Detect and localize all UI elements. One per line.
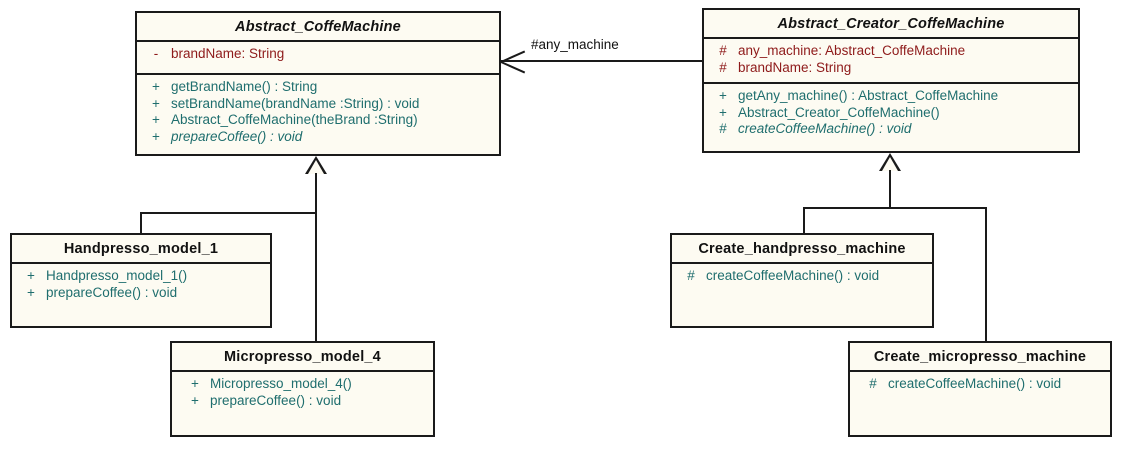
generalization-branch-left <box>140 212 317 214</box>
class-title-handpresso-model-1: Handpresso_model_1 <box>63 241 219 257</box>
method-signature: Micropresso_model_4() <box>210 376 352 391</box>
method-row: # createCoffeeMachine() : void <box>672 268 932 285</box>
class-box-handpresso-model-1[interactable]: Handpresso_model_1 + Handpresso_model_1(… <box>10 233 272 328</box>
visibility-marker: + <box>719 104 727 120</box>
attribute-row: # brandName: String <box>704 60 1078 77</box>
method-row: + getAny_machine() : Abstract_CoffeMachi… <box>704 88 1078 105</box>
methods-compartment-handpresso-model-1: + Handpresso_model_1() + prepareCoffee()… <box>12 262 270 326</box>
method-signature: createCoffeeMachine() : void <box>888 376 1062 391</box>
attribute-signature: brandName: String <box>171 46 285 61</box>
visibility-marker: + <box>152 112 160 127</box>
method-row: + Micropresso_model_4() <box>172 376 433 393</box>
association-line-any-machine[interactable] <box>501 60 703 62</box>
method-signature: Abstract_CoffeMachine(theBrand :String) <box>171 112 418 127</box>
method-signature: createCoffeeMachine() : void <box>706 268 880 283</box>
methods-compartment-abstract-creator-coffemachine: + getAny_machine() : Abstract_CoffeMachi… <box>704 82 1078 151</box>
generalization-drop-create-micropresso <box>985 207 987 342</box>
association-label-any-machine: #any_machine <box>531 37 619 52</box>
methods-compartment-create-handpresso-machine: # createCoffeeMachine() : void <box>672 262 932 326</box>
method-row: + getBrandName() : String <box>137 79 499 96</box>
class-title-abstract-coffemachine: Abstract_CoffeMachine <box>235 19 401 35</box>
method-row: # createCoffeeMachine() : void <box>850 376 1110 393</box>
method-signature: createCoffeeMachine() : void <box>738 121 912 136</box>
method-signature: getAny_machine() : Abstract_CoffeMachine <box>738 88 999 103</box>
visibility-marker: # <box>719 43 727 58</box>
method-row: + Handpresso_model_1() <box>12 268 270 285</box>
generalization-drop-micropresso <box>315 212 317 342</box>
method-row-abstract: + prepareCoffee() : void <box>137 129 499 146</box>
generalization-drop-handpresso <box>140 212 142 234</box>
method-row: + Abstract_CoffeMachine(theBrand :String… <box>137 112 499 129</box>
attributes-compartment-abstract-coffemachine: - brandName: String <box>137 40 499 73</box>
visibility-marker: + <box>152 95 160 111</box>
visibility-marker: + <box>27 268 35 283</box>
methods-compartment-create-micropresso-machine: # createCoffeeMachine() : void <box>850 370 1110 435</box>
methods-compartment-abstract-coffemachine: + getBrandName() : String + setBrandName… <box>137 73 499 154</box>
method-row-abstract: # createCoffeeMachine() : void <box>704 121 1078 138</box>
class-title-micropresso-model-4: Micropresso_model_4 <box>224 349 381 365</box>
class-box-create-micropresso-machine[interactable]: Create_micropresso_machine # createCoffe… <box>848 341 1112 437</box>
generalization-stem-right <box>889 170 891 209</box>
visibility-marker: # <box>719 121 727 136</box>
visibility-marker: + <box>152 79 160 94</box>
method-row: + prepareCoffee() : void <box>172 393 433 410</box>
visibility-marker: + <box>191 392 199 408</box>
method-signature: prepareCoffee() : void <box>46 284 178 300</box>
generalization-branch-right <box>803 207 987 209</box>
class-box-micropresso-model-4[interactable]: Micropresso_model_4 + Micropresso_model_… <box>170 341 435 437</box>
visibility-marker: + <box>719 88 727 103</box>
class-title-create-handpresso-machine: Create_handpresso_machine <box>698 241 906 257</box>
attribute-row: # any_machine: Abstract_CoffeMachine <box>704 43 1078 60</box>
method-row: + prepareCoffee() : void <box>12 285 270 302</box>
method-signature: getBrandName() : String <box>171 79 318 94</box>
generalization-drop-create-handpresso <box>803 207 805 234</box>
class-title-create-micropresso-machine: Create_micropresso_machine <box>873 349 1087 365</box>
attribute-row: - brandName: String <box>137 46 499 63</box>
generalization-stem-left <box>315 173 317 214</box>
visibility-marker: # <box>869 376 877 391</box>
method-signature: Abstract_Creator_CoffeMachine() <box>738 104 940 120</box>
class-title-abstract-creator-coffemachine: Abstract_Creator_CoffeMachine <box>777 16 1005 32</box>
class-box-create-handpresso-machine[interactable]: Create_handpresso_machine # createCoffee… <box>670 233 934 328</box>
class-box-abstract-creator-coffemachine[interactable]: Abstract_Creator_CoffeMachine # any_mach… <box>702 8 1080 153</box>
attributes-compartment-abstract-creator-coffemachine: # any_machine: Abstract_CoffeMachine # b… <box>704 37 1078 82</box>
method-signature: setBrandName(brandName :String) : void <box>171 95 420 111</box>
visibility-marker: # <box>719 59 727 75</box>
method-signature: prepareCoffee() : void <box>210 392 342 408</box>
method-signature: prepareCoffee() : void <box>171 128 303 144</box>
method-row: + Abstract_Creator_CoffeMachine() <box>704 105 1078 122</box>
attribute-signature: brandName: String <box>738 59 852 75</box>
visibility-marker: + <box>191 376 199 391</box>
visibility-marker: + <box>27 284 35 300</box>
visibility-marker: + <box>152 128 160 144</box>
visibility-marker: - <box>153 46 159 61</box>
visibility-marker: # <box>687 268 695 283</box>
method-signature: Handpresso_model_1() <box>46 268 188 283</box>
class-box-abstract-coffemachine[interactable]: Abstract_CoffeMachine - brandName: Strin… <box>135 11 501 156</box>
method-row: + setBrandName(brandName :String) : void <box>137 96 499 113</box>
attribute-signature: any_machine: Abstract_CoffeMachine <box>738 43 966 58</box>
methods-compartment-micropresso-model-4: + Micropresso_model_4() + prepareCoffee(… <box>172 370 433 435</box>
